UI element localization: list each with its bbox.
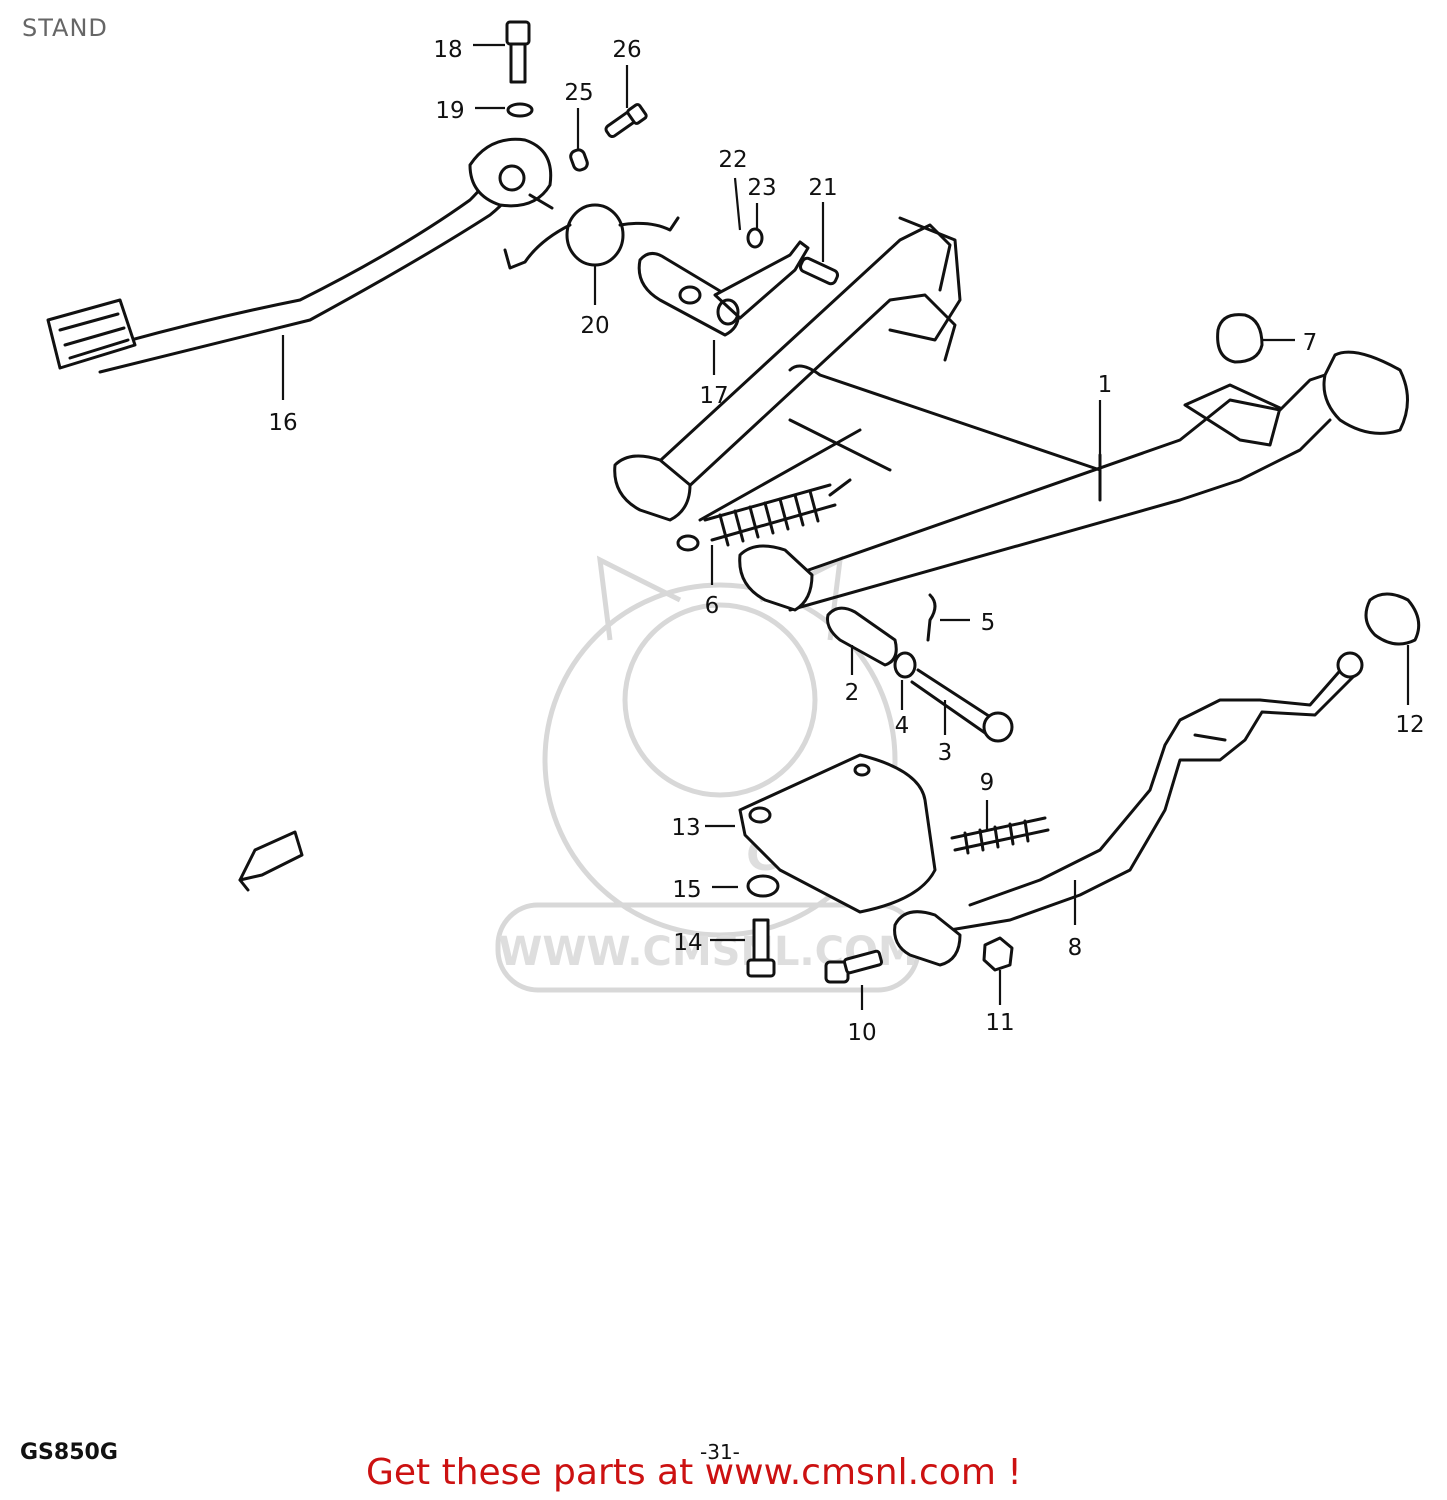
brake-pedal-pad	[46, 298, 137, 370]
bolt-18	[505, 20, 531, 84]
callout-26: 26	[612, 37, 641, 63]
callouts: 1 2 3 4 5 6 7 8 9 10 11 12 13 14 15 16 1…	[268, 37, 1424, 1046]
washer-19	[506, 102, 534, 118]
callout-12: 12	[1395, 712, 1424, 738]
stand-pivot-left	[613, 454, 692, 522]
watermark-mascot-head	[622, 602, 818, 798]
callout-9: 9	[980, 770, 995, 796]
callout-17: 17	[699, 383, 728, 409]
washer-4	[893, 651, 917, 679]
bolt-10	[824, 949, 884, 984]
bush-2	[826, 606, 898, 667]
cotter-pin-25	[569, 148, 589, 172]
callout-8: 8	[1068, 935, 1083, 961]
model-code: GS850G	[20, 1440, 118, 1465]
brake-pedal	[46, 137, 554, 374]
nut-11	[982, 936, 1014, 972]
callout-14: 14	[673, 930, 702, 956]
side-stand-spring-9	[950, 816, 1050, 855]
callout-15: 15	[672, 877, 701, 903]
callout-5: 5	[981, 610, 996, 636]
callout-13: 13	[671, 815, 700, 841]
callout-11: 11	[985, 1010, 1014, 1036]
cotter-pin-5	[926, 593, 937, 642]
callout-19: 19	[435, 98, 464, 124]
leader-lines	[281, 43, 1410, 1010]
callout-18: 18	[433, 37, 462, 63]
callout-6: 6	[705, 593, 720, 619]
page-number: -31-	[700, 1440, 740, 1464]
stopper-7	[1216, 313, 1264, 364]
bolt-14	[746, 918, 776, 978]
side-stand-pivot	[893, 910, 962, 967]
brake-pedal-boss	[468, 137, 553, 208]
watermark-ring	[542, 582, 898, 938]
callout-21: 21	[808, 175, 837, 201]
promo-link[interactable]: Get these parts at www.cmsnl.com !	[366, 1452, 1022, 1493]
stand-spring-6	[676, 478, 852, 552]
callout-16: 16	[268, 410, 297, 436]
side-stand-8	[893, 651, 1364, 967]
pin-21	[798, 256, 840, 286]
callout-25: 25	[564, 80, 593, 106]
stopper-12	[1364, 592, 1421, 646]
callout-4: 4	[895, 713, 910, 739]
pedal-shaft-17	[637, 240, 810, 337]
callout-3: 3	[938, 740, 953, 766]
pin-26	[604, 103, 648, 139]
callout-7: 7	[1303, 330, 1318, 356]
front-arrow-icon	[238, 830, 304, 892]
stand-shaft-3	[910, 668, 1014, 743]
callout-23: 23	[747, 175, 776, 201]
bracket-13	[738, 753, 937, 914]
center-stand-1	[613, 216, 1409, 612]
clip-23	[746, 227, 764, 249]
callout-22: 22	[718, 147, 747, 173]
callout-10: 10	[847, 1020, 876, 1046]
stand-foot-right	[1322, 350, 1409, 435]
callout-2: 2	[845, 680, 860, 706]
stand-pivot-right	[738, 544, 814, 612]
washer-15	[746, 874, 780, 898]
callout-1: 1	[1098, 372, 1113, 398]
page-title: STAND	[22, 14, 108, 42]
callout-20: 20	[580, 313, 609, 339]
